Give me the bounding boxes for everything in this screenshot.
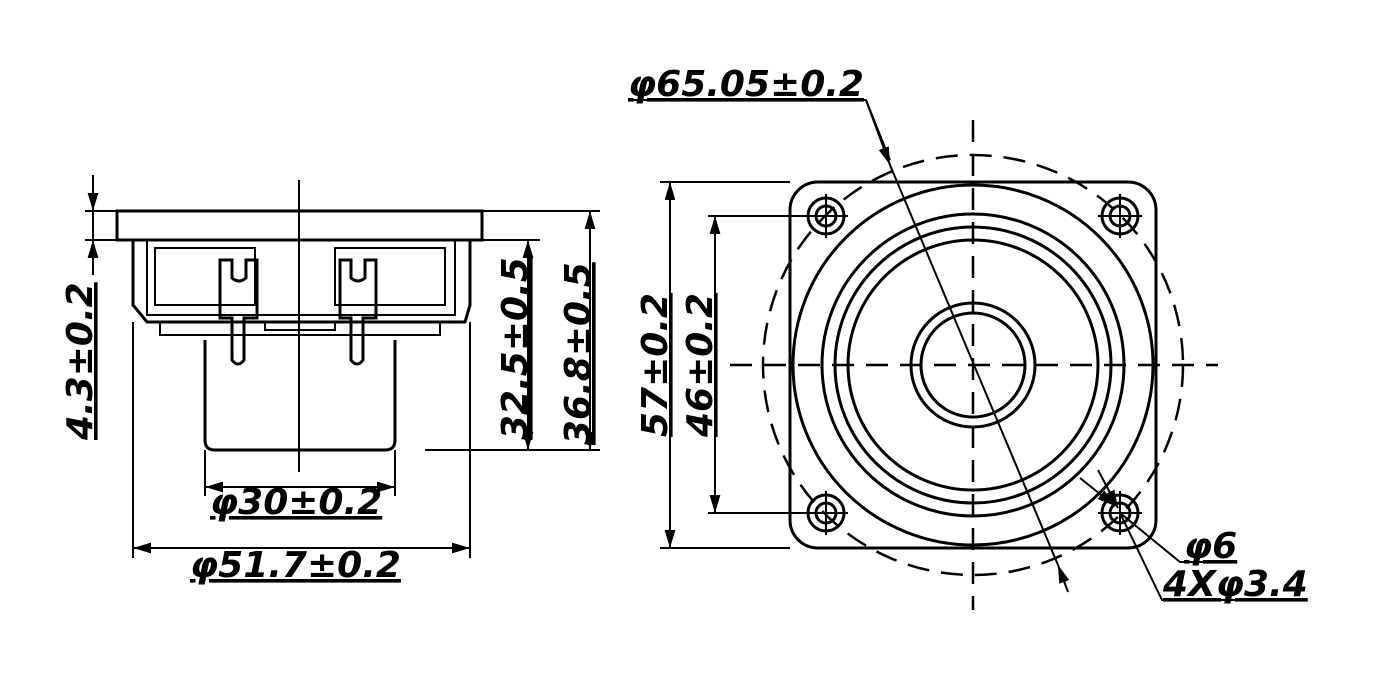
side-basket-inner [146,240,456,316]
dim-mount-circle: φ65.05±0.2 [628,64,864,105]
dim-magnet-diameter: φ30±0.2 [210,482,382,523]
mount-hole-tr [1098,194,1142,238]
side-basket [131,240,472,324]
dim-depth-total: 36.8±0.5 [558,262,599,445]
terminal-left [218,258,259,366]
terminal-right [338,258,378,366]
dim-flange-thickness: 4.3±0.2 [60,282,101,441]
dim-frame-width: 57±0.2 [635,293,676,437]
dim-frame-diameter: φ51.7±0.2 [190,545,401,586]
dim-hole-inner: 4Xφ3.4 [1162,564,1308,605]
dim-hole-spacing: 46±0.2 [680,293,721,438]
dim-depth-inner: 32.5±0.5 [495,257,536,440]
front-view: φ65.05±0.2 57±0.2 46±0.2 φ6 4Xφ3.4 [628,64,1308,610]
side-view: 4.3±0.2 32.5±0.5 36.8±0.5 φ30±0.2 φ51.7±… [60,175,600,586]
dim-hole-outer: φ6 [1184,526,1237,567]
